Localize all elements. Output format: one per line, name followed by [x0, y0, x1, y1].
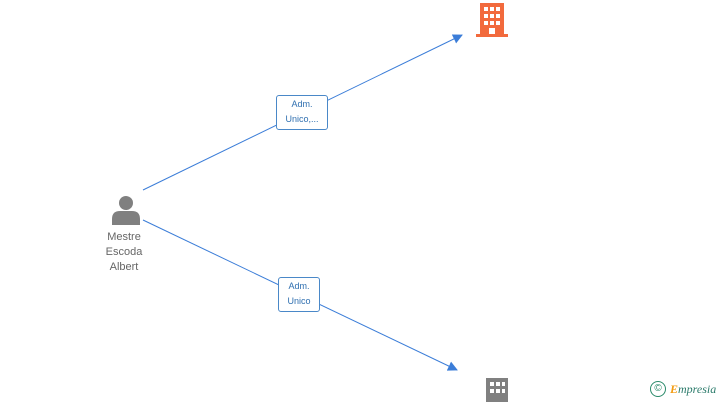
- person-icon[interactable]: [110, 195, 142, 225]
- company-2-building-icon[interactable]: [484, 378, 510, 402]
- person-name-line-2: Escoda: [105, 246, 143, 258]
- relation-label-1[interactable]: Adm. Unico,...: [276, 95, 328, 130]
- brand-logo-rest: mpresia: [678, 381, 717, 396]
- company-1-building-icon[interactable]: [476, 3, 508, 37]
- relation-label-2-line-1: Adm.: [288, 281, 310, 291]
- person-name-line-1: Mestre: [107, 231, 141, 243]
- brand-logo-initial: E: [670, 381, 679, 396]
- person-name-line-3: Albert: [109, 261, 139, 273]
- watermark: © Empresia: [650, 380, 716, 398]
- copyright-icon: ©: [650, 381, 666, 397]
- relation-label-2[interactable]: Adm. Unico: [278, 277, 320, 312]
- brand-logo: Empresia: [670, 382, 716, 397]
- relation-label-1-line-1: Adm.: [291, 99, 313, 109]
- relation-label-1-line-2: Unico,...: [285, 114, 319, 124]
- relation-label-2-line-2: Unico: [287, 296, 311, 306]
- person-name[interactable]: Mestre Escoda Albert: [85, 230, 163, 275]
